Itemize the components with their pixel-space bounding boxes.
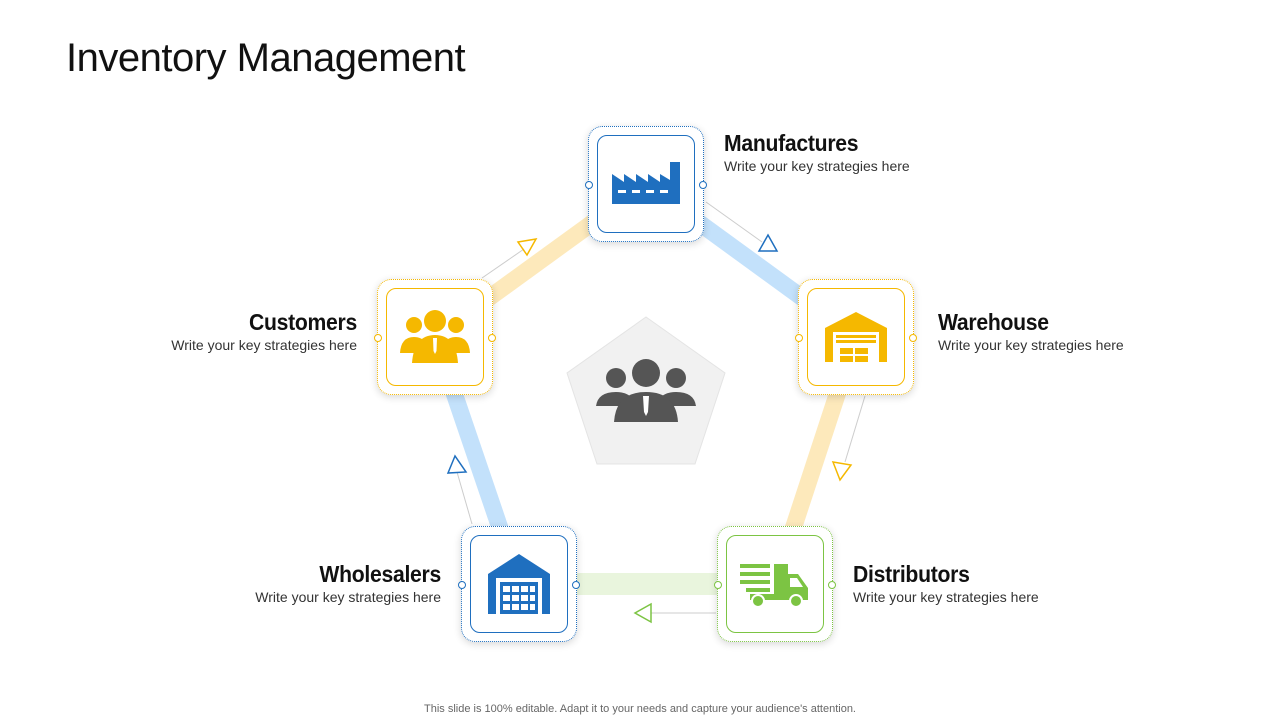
connector-dot [374,334,382,342]
connector-dot [458,581,466,589]
connector-dot [572,581,580,589]
connector-dot [585,181,593,189]
node-description: Write your key strategies here [724,158,910,174]
arrow-wholesalers-customers [446,454,473,525]
people-group-icon [400,310,470,363]
arrow-manufactures-warehouse [705,201,779,252]
node-title: Warehouse [938,309,1049,335]
node-wholesalers [458,526,580,642]
arrow-warehouse-distributors [831,395,866,482]
node-manufactures [585,126,707,242]
connector-dot [699,181,707,189]
factory-icon [612,162,680,204]
node-title: Manufactures [724,130,859,156]
storage-building-icon [488,554,550,614]
arrow-distributors-wholesalers [633,602,716,624]
node-description: Write your key strategies here [171,337,357,353]
label-wholesalers: Wholesalers Write your key strategies he… [181,560,441,606]
node-title: Customers [248,309,357,335]
slide-title: Inventory Management [66,36,466,80]
label-customers: Customers Write your key strategies here [97,308,357,354]
connector-dot [714,581,722,589]
label-distributors: Distributors Write your key strategies h… [853,560,1113,606]
connector-dot [909,334,917,342]
node-warehouse [795,279,917,395]
node-title: Distributors [853,561,970,587]
label-manufactures: Manufactures Write your key strategies h… [724,129,984,175]
label-warehouse: Warehouse Write your key strategies here [938,308,1198,354]
delivery-truck-icon [740,564,808,608]
connector-dot [488,334,496,342]
center-pentagon [566,316,726,465]
node-distributors [714,526,836,642]
node-customers [374,279,496,395]
group-people-icon [596,359,696,422]
arrow-customers-manufactures [481,238,538,279]
node-title: Wholesalers [319,561,441,587]
connector-dot [828,581,836,589]
node-description: Write your key strategies here [853,589,1039,605]
warehouse-icon [825,312,887,362]
connector-dot [795,334,803,342]
footer-note: This slide is 100% editable. Adapt it to… [424,703,856,715]
node-description: Write your key strategies here [255,589,441,605]
node-description: Write your key strategies here [938,337,1124,353]
